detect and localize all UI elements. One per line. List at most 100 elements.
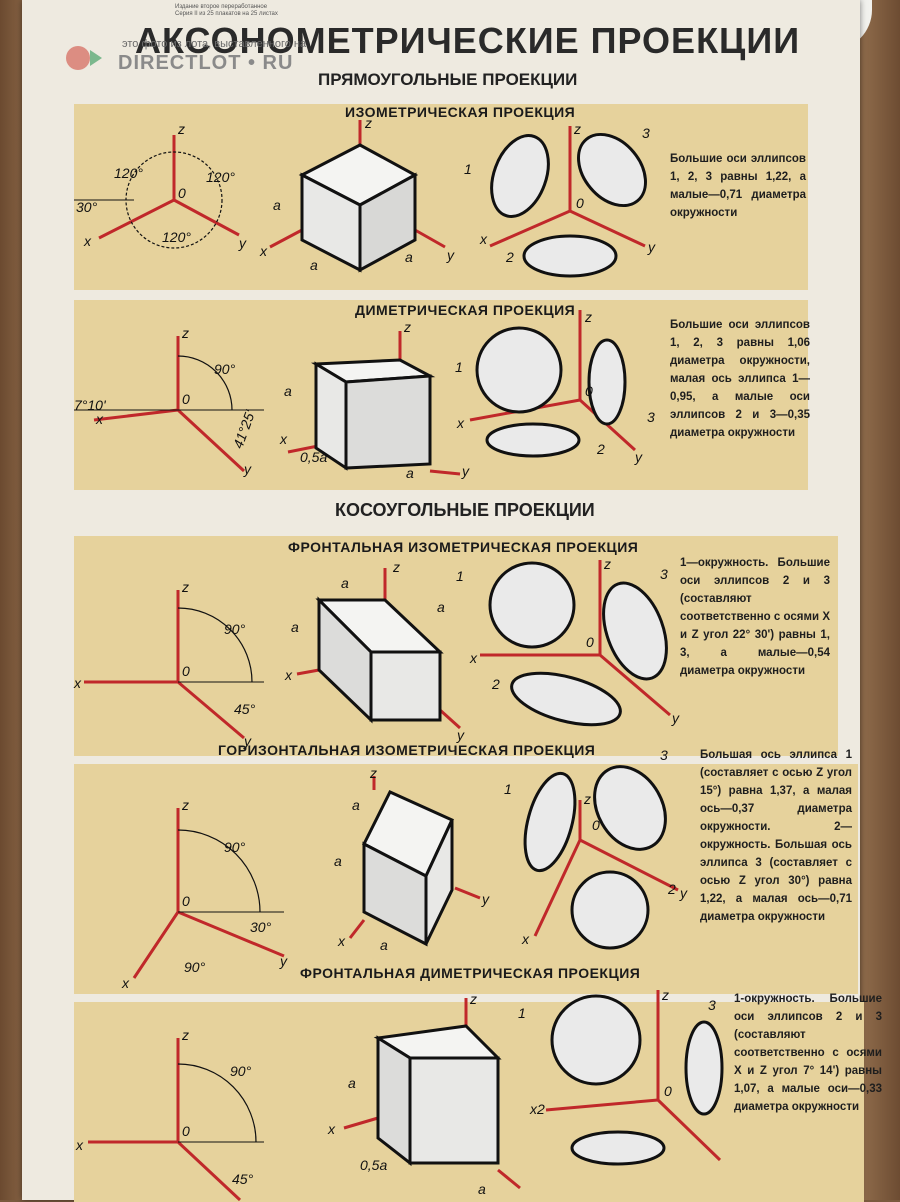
svg-text:90°: 90°: [230, 1063, 252, 1079]
svg-text:z: z: [181, 325, 189, 341]
svg-text:a: a: [334, 853, 342, 869]
svg-text:3: 3: [660, 747, 668, 763]
horizontal-isometric-axes-diagram: zxy 0 90° 30° 90°: [121, 797, 288, 991]
subtitle-rectangular: ПРЯМОУГОЛЬНЫЕ ПРОЕКЦИИ: [318, 70, 578, 89]
svg-text:1: 1: [455, 359, 463, 375]
svg-text:a: a: [478, 1181, 486, 1197]
svg-text:a: a: [380, 937, 388, 953]
panel-title-horizontal-isometric: ГОРИЗОНТАЛЬНАЯ ИЗОМЕТРИЧЕСКАЯ ПРОЕКЦИЯ: [218, 742, 596, 758]
panel-title-isometric: ИЗОМЕТРИЧЕСКАЯ ПРОЕКЦИЯ: [345, 104, 576, 120]
svg-text:a: a: [291, 619, 299, 635]
svg-text:z: z: [392, 559, 400, 575]
description-frontal-dimetric: 1-окружность. Большие оси эллипсов 2 и 3…: [734, 993, 882, 1113]
squirrel-logo-icon: [66, 46, 102, 70]
panel-title-frontal-isometric: ФРОНТАЛЬНАЯ ИЗОМЕТРИЧЕСКАЯ ПРОЕКЦИЯ: [288, 539, 639, 555]
x-axis-label: x: [83, 233, 92, 249]
horizontal-isometric-cube-diagram: z x y a a a: [334, 765, 490, 953]
svg-text:x: x: [521, 931, 530, 947]
svg-text:0: 0: [585, 383, 593, 399]
svg-text:a: a: [437, 599, 445, 615]
svg-text:x2: x2: [529, 1101, 545, 1117]
panel-dimetric: [74, 300, 808, 490]
svg-text:x: x: [337, 933, 346, 949]
svg-text:3: 3: [660, 566, 668, 582]
svg-text:a: a: [310, 257, 318, 273]
svg-text:y: y: [243, 461, 252, 477]
svg-text:z: z: [181, 797, 189, 813]
frontal-dimetric-ellipses-diagram: zx2 1 3 0: [518, 987, 724, 1166]
svg-text:z: z: [369, 765, 377, 781]
svg-text:x: x: [73, 675, 82, 691]
svg-text:3: 3: [647, 409, 655, 425]
svg-text:120°: 120°: [114, 165, 143, 181]
frontal-dimetric-cube-diagram: zx a 0,5a a: [327, 991, 521, 1197]
svg-text:z: z: [573, 121, 581, 137]
svg-text:0: 0: [586, 634, 594, 650]
frontal-dimetric-axes-diagram: zx 0 90° 45°: [75, 1027, 264, 1202]
frontal-isometric-axes-diagram: zxy 0 90° 45°: [73, 579, 264, 749]
panel-title-dimetric: ДИМЕТРИЧЕСКАЯ ПРОЕКЦИЯ: [355, 302, 576, 318]
svg-text:41°25': 41°25': [230, 407, 259, 451]
svg-text:y: y: [456, 727, 465, 743]
svg-text:y: y: [279, 953, 288, 969]
svg-text:3: 3: [708, 997, 716, 1013]
svg-text:z: z: [364, 115, 372, 131]
svg-text:a: a: [273, 197, 281, 213]
svg-text:0: 0: [664, 1083, 672, 1099]
svg-text:120°: 120°: [162, 229, 191, 245]
description-isometric: Большие оси эллипсов 1, 2, 3 равны 1,22,…: [670, 153, 806, 219]
svg-text:1: 1: [518, 1005, 526, 1021]
svg-text:30°: 30°: [76, 199, 98, 215]
svg-text:0: 0: [182, 893, 190, 909]
svg-text:90°: 90°: [214, 361, 236, 377]
svg-text:0: 0: [182, 391, 190, 407]
svg-text:1: 1: [504, 781, 512, 797]
svg-text:y: y: [481, 891, 490, 907]
svg-text:z: z: [603, 556, 611, 572]
description-horizontal-isometric: Большая ось эллипса 1 (составляет с осью…: [700, 749, 852, 923]
svg-text:y: y: [679, 885, 688, 901]
svg-text:45°: 45°: [234, 701, 256, 717]
svg-text:z: z: [403, 319, 411, 335]
svg-text:120°: 120°: [206, 169, 235, 185]
svg-text:0: 0: [178, 185, 186, 201]
svg-text:x: x: [279, 431, 288, 447]
svg-text:y: y: [647, 239, 656, 255]
svg-text:y: y: [243, 733, 252, 749]
svg-text:a: a: [348, 1075, 356, 1091]
svg-text:45°: 45°: [232, 1171, 254, 1187]
panel-isometric: [74, 104, 808, 290]
horizontal-isometric-ellipses-diagram: zxy 1 3 2 0: [504, 747, 688, 950]
svg-text:a: a: [405, 249, 413, 265]
svg-text:0,5a: 0,5a: [300, 449, 327, 465]
svg-text:90°: 90°: [184, 959, 206, 975]
svg-text:z: z: [469, 991, 477, 1007]
svg-text:y: y: [634, 449, 643, 465]
svg-text:0: 0: [182, 663, 190, 679]
svg-text:x: x: [259, 243, 268, 259]
svg-text:7°10': 7°10': [74, 397, 107, 413]
svg-text:a: a: [341, 575, 349, 591]
svg-text:a: a: [284, 383, 292, 399]
dimetric-cube-diagram: zxy a 0,5a a: [279, 319, 470, 481]
svg-text:0: 0: [592, 817, 600, 833]
panel-horizontal-isometric: [74, 764, 858, 994]
svg-text:y: y: [238, 235, 247, 251]
watermark-text: это фото из лота, выставленного на: [122, 38, 307, 50]
svg-text:x: x: [479, 231, 488, 247]
svg-text:y: y: [461, 463, 470, 479]
description-dimetric: Большие оси эллипсов 1, 2, 3 равны 1,06 …: [670, 319, 810, 439]
frontal-isometric-ellipses-diagram: zxy 1 3 2 0: [456, 556, 680, 727]
svg-text:0: 0: [182, 1123, 190, 1139]
svg-text:y: y: [671, 710, 680, 726]
svg-text:x: x: [95, 411, 104, 427]
panel-frontal-isometric: [74, 536, 838, 756]
svg-text:z: z: [583, 791, 591, 807]
frontal-isometric-box-diagram: zxy a a a: [284, 559, 465, 743]
panel-title-frontal-dimetric: ФРОНТАЛЬНАЯ ДИМЕТРИЧЕСКАЯ ПРОЕКЦИЯ: [300, 965, 641, 981]
svg-text:a: a: [352, 797, 360, 813]
subtitle-oblique: КОСОУГОЛЬНЫЕ ПРОЕКЦИИ: [335, 500, 595, 520]
svg-text:x: x: [469, 650, 478, 666]
svg-text:0,5a: 0,5a: [360, 1157, 387, 1173]
